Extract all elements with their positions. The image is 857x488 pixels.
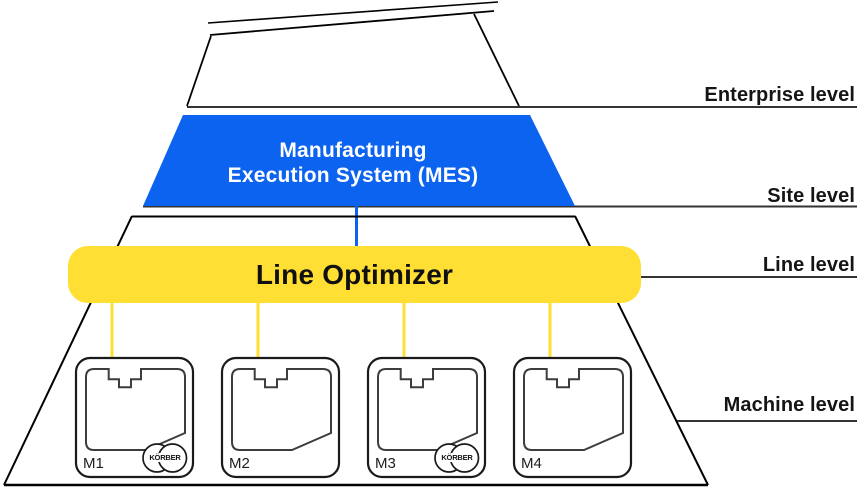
machine-label-m4: M4 xyxy=(521,455,542,472)
enterprise-trapezoid xyxy=(186,13,520,107)
line-optimizer-bar: Line Optimizer xyxy=(68,246,641,303)
machine-label-m2: M2 xyxy=(229,455,250,472)
machine-icon-m2 xyxy=(220,356,341,479)
korber-logo-text-m3: KÖRBER xyxy=(438,453,476,462)
machine-icon-m4 xyxy=(512,356,633,479)
mes-block-text: Manufacturing Execution System (MES) xyxy=(153,138,553,188)
machine-label-m3: M3 xyxy=(375,455,396,472)
enterprise-right-edge xyxy=(473,13,520,107)
level-label-site: Site level xyxy=(767,185,855,207)
machine-glyph xyxy=(85,368,186,451)
optimizer-to-machine-connectors xyxy=(110,300,552,358)
machine-glyph xyxy=(523,368,624,451)
line-optimizer-label: Line Optimizer xyxy=(255,258,454,290)
enterprise-left-edge xyxy=(186,35,212,107)
mes-text-line1: Manufacturing xyxy=(279,139,427,162)
korber-logo-text-m1: KÖRBER xyxy=(146,453,184,462)
pyramid-break-line-lower xyxy=(209,10,495,36)
level-label-enterprise: Enterprise level xyxy=(704,84,855,106)
machine-label-m1: M1 xyxy=(83,455,104,472)
mes-text-line2: Execution System (MES) xyxy=(227,164,479,187)
machine-glyph xyxy=(231,368,332,451)
level-label-line: Line level xyxy=(762,254,855,276)
pyramid-break-line-upper xyxy=(207,1,499,24)
machine-glyph xyxy=(377,368,478,451)
level-label-machine: Machine level xyxy=(723,394,855,416)
mes-trapezoid xyxy=(143,115,575,206)
